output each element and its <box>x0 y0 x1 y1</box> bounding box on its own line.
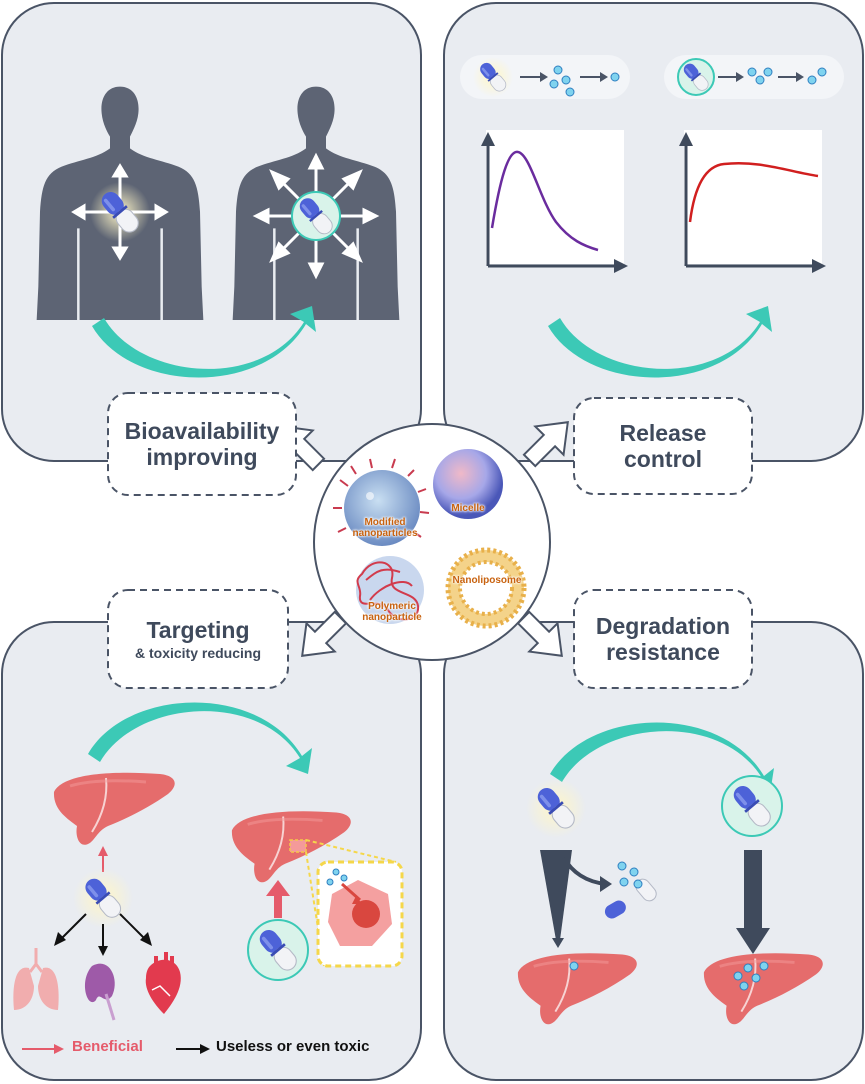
heart-icon <box>145 952 181 1014</box>
controlled-release-curve <box>688 162 819 223</box>
carrier-label-micelle: Micelle <box>440 503 496 515</box>
chart-axes <box>481 132 826 273</box>
carrier-polymeric-line1: Polymeric <box>368 601 416 612</box>
legend-beneficial-arrow <box>22 1044 64 1054</box>
broken-capsule-icon <box>604 861 657 919</box>
teal-curve-arrow <box>88 702 312 774</box>
cell-icon <box>326 868 392 946</box>
carrier-label-polymeric: Polymeric nanoparticle <box>352 601 432 623</box>
panel-targeting <box>1 621 422 1081</box>
micelle-icon <box>433 449 503 519</box>
release-particles-fast <box>520 65 620 97</box>
degradation-arrow-free <box>540 850 612 948</box>
nanoliposome-icon <box>445 547 527 629</box>
carrier-modified-line1: Modified <box>364 517 406 528</box>
bioavailability-title-line2: improving <box>146 444 258 470</box>
label-box-degradation <box>573 589 753 689</box>
carrier-label-modified: Modified nanoparticles <box>342 517 428 539</box>
legend-toxic-label: Useless or even toxic <box>216 1038 370 1055</box>
legend-beneficial-label: Beneficial <box>72 1038 143 1055</box>
controlled-release-chart-area <box>684 130 822 264</box>
hollow-arrow-bottom-left-icon <box>301 610 348 657</box>
degradation-title-line1: Degradation <box>595 612 731 639</box>
kidney-icon <box>84 963 116 1021</box>
legend-toxic-arrow <box>176 1044 210 1054</box>
toxic-arrows <box>54 913 152 956</box>
teal-curve-arrow <box>92 306 316 378</box>
modified-nanoparticle-icon <box>333 458 430 546</box>
targeting-title-line2: & toxicity reducing <box>134 645 262 662</box>
label-box-bioavailability <box>107 392 297 496</box>
targeting-title-line1: Targeting <box>146 616 250 643</box>
hollow-arrow-top-right-icon <box>522 421 569 468</box>
free-release-chart-area <box>486 130 624 264</box>
center-circle <box>313 423 551 661</box>
release-title-line1: Release <box>619 419 707 446</box>
release-title-line2: control <box>624 446 702 472</box>
zoom-lines <box>305 839 397 967</box>
lung-icon <box>13 948 59 1010</box>
bioavailability-title-line1: Bioavailability <box>124 417 280 444</box>
label-box-release <box>573 397 753 495</box>
hollow-arrow-bottom-right-icon <box>516 610 563 657</box>
panel-degradation <box>443 621 864 1081</box>
degradation-title-line2: resistance <box>606 639 720 665</box>
teal-curve-arrow <box>548 306 772 378</box>
polymeric-nanoparticle-icon <box>356 556 424 624</box>
free-release-curve <box>490 150 599 252</box>
label-box-targeting <box>107 589 289 689</box>
beneficial-thick-arrow <box>266 880 290 918</box>
liver-particles <box>569 961 769 991</box>
degradation-arrow-protected <box>736 850 770 954</box>
carrier-label-nanoliposome: Nanoliposome <box>446 575 528 587</box>
carrier-polymeric-line2: nanoparticle <box>362 611 422 623</box>
teal-curve-arrow <box>550 722 774 794</box>
label-targeting: Targeting & toxicity reducing <box>110 592 286 686</box>
carrier-modified-line2: nanoparticles <box>352 527 418 539</box>
label-release: Release control <box>576 400 750 492</box>
label-bioavailability: Bioavailability improving <box>110 396 294 492</box>
carrier-nanoliposome-line1: Nanoliposome <box>452 575 522 586</box>
release-particles-slow <box>718 67 827 85</box>
label-degradation: Degradation resistance <box>576 592 750 686</box>
carrier-micelle-line1: Micelle <box>451 503 485 514</box>
